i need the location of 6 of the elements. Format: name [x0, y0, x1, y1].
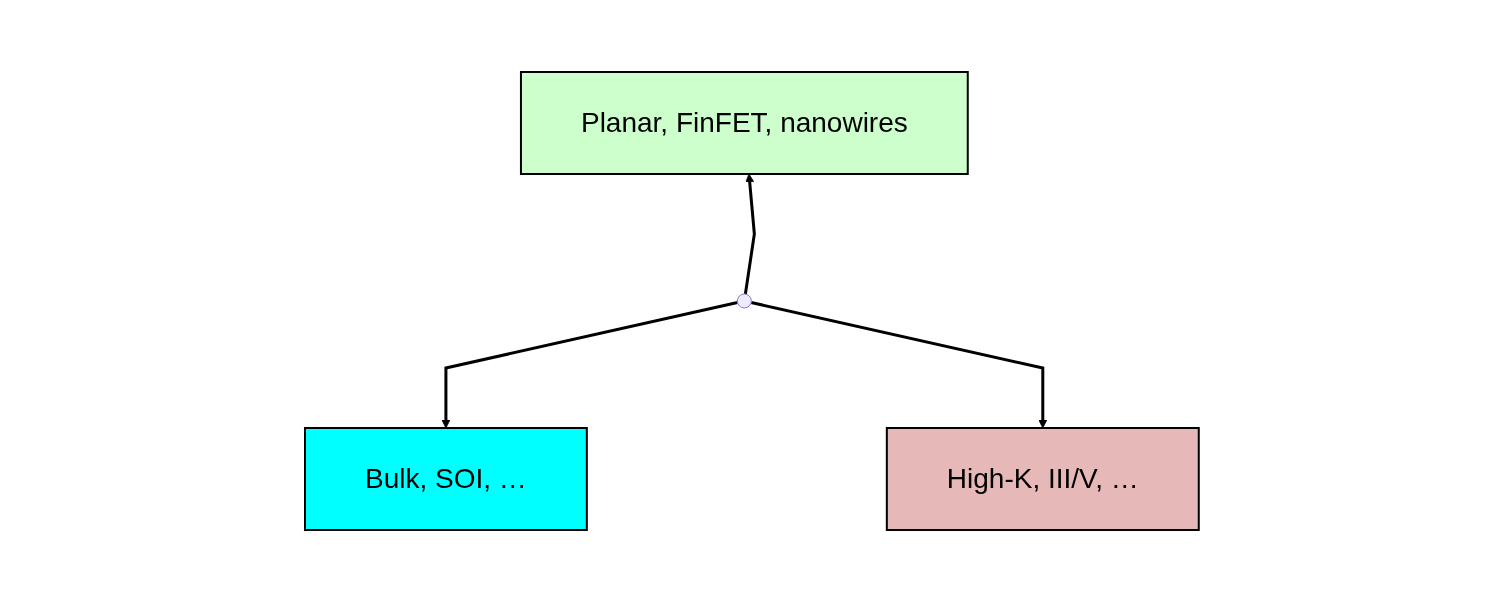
node-box: Bulk, SOI, …	[304, 426, 588, 531]
arrow	[744, 173, 756, 294]
arrow	[750, 300, 1048, 428]
node-box: High-K, III/V, …	[885, 426, 1200, 531]
node-box: Planar, FinFET, nanowires	[520, 70, 969, 175]
arrow	[441, 300, 738, 428]
